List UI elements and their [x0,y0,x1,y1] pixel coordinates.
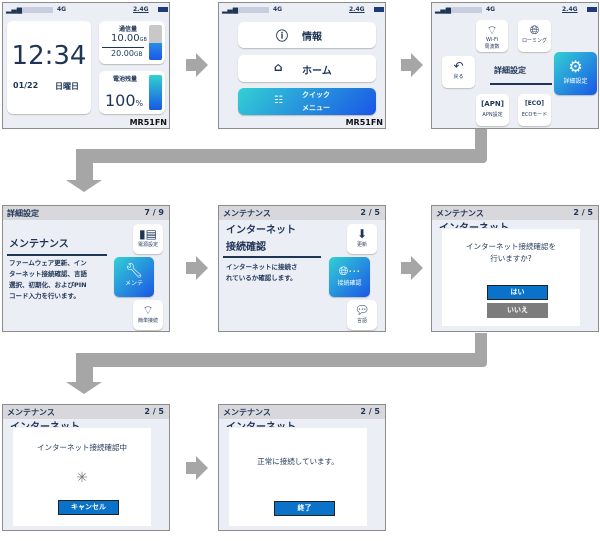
battery-icon [374,7,384,12]
arrow-right [186,59,196,71]
roaming-tile[interactable]: 🌐︎ローミング [518,20,551,52]
easy-connect-tile[interactable]: ⌔簡単接続 [133,300,163,330]
list-icon: ☷ [274,95,283,106]
apn-tile[interactable]: [APN]APN設定 [476,94,509,126]
yes-button[interactable]: はい [487,285,548,300]
carrier-blurred [23,7,53,13]
screen-home: ▂▄▆ 4G 2.4G 12:34 01/22 日曜日 通信量 10.00GB … [2,2,170,129]
connection-check-tile[interactable]: 🌐︎⋯接続確認 [329,257,370,297]
wifi-icon: ⌔ [486,23,498,37]
battery-settings-icon: ▮▤ [139,227,157,241]
data-usage-gauge [149,25,162,60]
signal-icon: ▂▄▆ [6,6,23,14]
power-settings-tile[interactable]: ▮▤電源設定 [133,224,163,254]
result-dialog: 正常に接続しています。 終了 [229,428,367,526]
data-usage-panel: 通信量 10.00GB 20.00GB [99,21,165,64]
loading-spinner-icon: ✳ [76,470,88,486]
globe-icon: 🌐︎⋯ [338,264,361,278]
clock-panel: 12:34 01/22 日曜日 [7,21,91,114]
quick-menu-button[interactable]: ☷クイックメニュー [238,88,376,115]
progress-dialog: インターネット接続確認中 ✳ キャンセル [13,428,151,526]
arrow-right [186,462,196,474]
gear-icon: ⚙ [568,57,583,76]
globe-icon: 🌐︎ [529,23,540,37]
easy-connect-icon: ⌔ [142,303,154,317]
back-arrow-icon: ↶ [453,59,464,73]
language-tile[interactable]: 💬︎言語 [347,300,377,330]
eco-icon: [ECO] [524,100,545,107]
battery-gauge [149,75,162,110]
home-icon: ⌂ [274,60,283,74]
arrow-right [401,59,411,71]
wrench-icon: 🔧︎ [125,263,143,279]
signal-icon: ▂▄▆ [222,6,239,14]
eco-tile[interactable]: [ECO]ECOモード [518,94,551,126]
signal-icon: ▂▄▆ [435,6,452,14]
back-tile[interactable]: ↶戻る [442,56,475,88]
advanced-settings-tile[interactable]: ⚙詳細設定 [554,52,597,95]
update-tile[interactable]: ⬇更新 [347,224,377,254]
battery-icon [158,7,168,12]
apn-icon: [APN] [481,100,504,108]
language-icon: 💬︎ [354,303,370,317]
arrow-right [401,262,411,274]
home-button[interactable]: ⌂ホーム [238,55,376,82]
cancel-button[interactable]: キャンセル [58,500,119,515]
maintenance-tile[interactable]: 🔧︎メンテ [114,257,154,297]
battery-panel: 電池残量 100% [99,71,165,114]
no-button[interactable]: いいえ [487,303,548,318]
status-bar: ▂▄▆ 4G 2.4G [3,3,169,17]
battery-icon [587,7,597,12]
confirm-dialog: インターネット接続確認を 行いますか? はい いいえ [442,229,580,326]
end-button[interactable]: 終了 [274,501,335,516]
info-icon: ⓘ [276,29,289,43]
arrow-right [186,262,196,274]
download-icon: ⬇ [356,227,368,241]
